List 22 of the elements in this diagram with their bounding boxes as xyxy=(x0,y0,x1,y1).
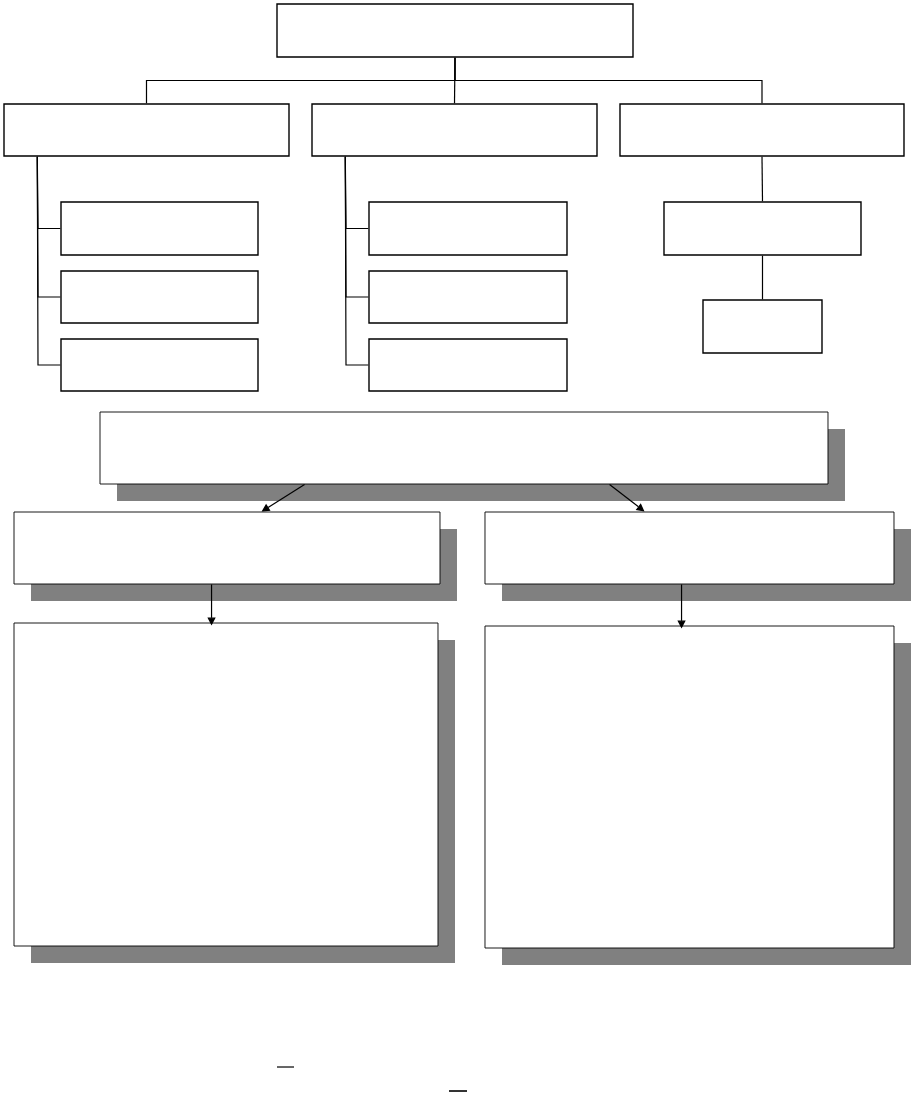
org-box xyxy=(368,338,568,392)
connector xyxy=(761,156,764,202)
org-box xyxy=(276,3,634,58)
shadowed-box xyxy=(484,511,911,601)
connector xyxy=(761,255,764,300)
org-box xyxy=(311,103,598,157)
org-box xyxy=(663,201,862,256)
org-box xyxy=(702,299,823,354)
org-box xyxy=(368,270,568,324)
org-box xyxy=(60,201,259,256)
shadowed-box xyxy=(484,625,911,965)
org-box xyxy=(619,103,905,157)
org-box xyxy=(60,270,259,324)
shadowed-box xyxy=(13,622,455,963)
org-box xyxy=(368,201,568,256)
org-box xyxy=(3,103,290,157)
connector xyxy=(344,156,369,366)
connector xyxy=(454,57,763,104)
shadowed-box xyxy=(99,411,845,501)
connector xyxy=(36,156,61,366)
shadowed-box xyxy=(13,511,457,601)
org-box xyxy=(60,338,259,392)
